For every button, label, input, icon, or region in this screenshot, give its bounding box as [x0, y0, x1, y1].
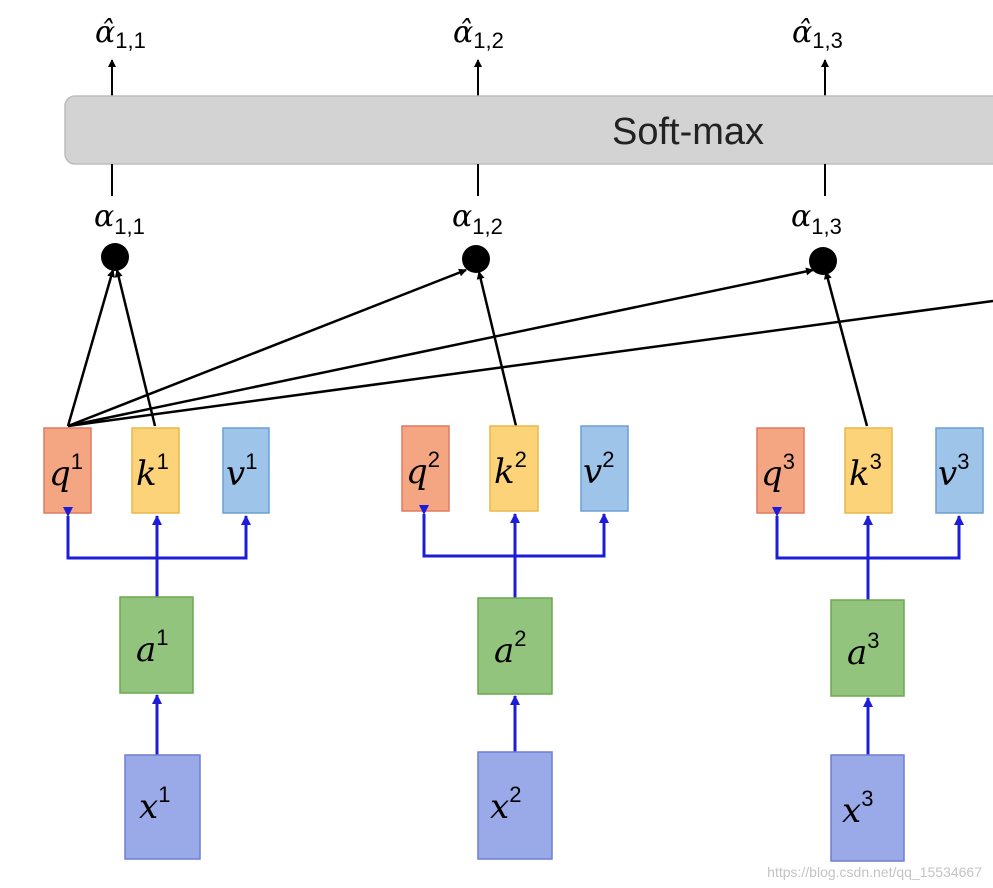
attention-lines: [66, 267, 993, 428]
softmax-label: Soft-max: [612, 111, 764, 153]
output-label-1: α̂1,1: [95, 15, 146, 53]
output-arrows: [108, 59, 829, 96]
svg-text:a1: a1: [136, 625, 169, 670]
k-box-2: [489, 425, 539, 512]
v-box-2: [580, 425, 629, 512]
softmax-bar: [64, 95, 993, 165]
k3-to-score13: [823, 271, 869, 427]
x-box-1: [124, 754, 201, 860]
q1-to-score13: [67, 267, 814, 428]
softmax-block: Soft-max: [64, 95, 993, 165]
output-label-3: α̂1,3: [792, 15, 843, 53]
a-box-3: [830, 599, 905, 697]
q-box-3: [756, 427, 805, 514]
blue-connectors-2: [419, 505, 609, 752]
k-box-1: [131, 427, 180, 514]
svg-text:q2: q2: [406, 447, 440, 492]
column-1: q1 k1 v1 a1 x1: [43, 427, 270, 860]
svg-text:a3: a3: [847, 628, 880, 673]
svg-text:a2: a2: [494, 626, 527, 671]
k2-to-score12: [476, 271, 518, 427]
watermark: https://blog.csdn.net/qq_15534667: [767, 864, 982, 880]
q1-to-score11: [66, 269, 115, 427]
x-box-2: [477, 751, 553, 860]
score-dot-2: [462, 245, 490, 273]
a-box-2: [477, 597, 553, 695]
column-3: q3 k3 v3 a3 x3: [756, 427, 984, 862]
v-box-3: [935, 427, 984, 514]
a-box-1: [119, 596, 194, 694]
blue-connectors-3: [772, 507, 964, 755]
k1-to-score11: [114, 269, 157, 427]
svg-text:v3: v3: [938, 449, 969, 494]
column-2: q2 k2 v2 a2 x2: [401, 425, 629, 860]
svg-text:v2: v2: [583, 447, 614, 492]
svg-text:k1: k1: [136, 449, 169, 494]
svg-text:q3: q3: [761, 449, 795, 494]
svg-text:x3: x3: [842, 786, 873, 831]
q1-to-score12: [67, 268, 467, 428]
svg-text:k3: k3: [849, 449, 882, 494]
q1-to-offscreen: [67, 299, 993, 428]
svg-text:x2: x2: [490, 782, 521, 827]
blue-connectors-1: [63, 507, 251, 755]
score-dot-3: [809, 247, 837, 275]
score-label-1: α1,1: [94, 199, 145, 239]
q-box-2: [401, 425, 450, 512]
output-label-2: α̂1,2: [453, 15, 504, 53]
score-dot-1: [101, 243, 129, 271]
v-box-1: [222, 427, 270, 514]
svg-text:k2: k2: [494, 447, 527, 492]
score-to-softmax-lines: [111, 164, 826, 196]
svg-text:q1: q1: [49, 449, 83, 494]
score-label-2: α1,2: [452, 199, 503, 239]
svg-text:x1: x1: [139, 782, 170, 827]
x-box-3: [830, 754, 905, 862]
score-label-3: α1,3: [791, 199, 842, 239]
svg-text:v1: v1: [226, 449, 257, 494]
